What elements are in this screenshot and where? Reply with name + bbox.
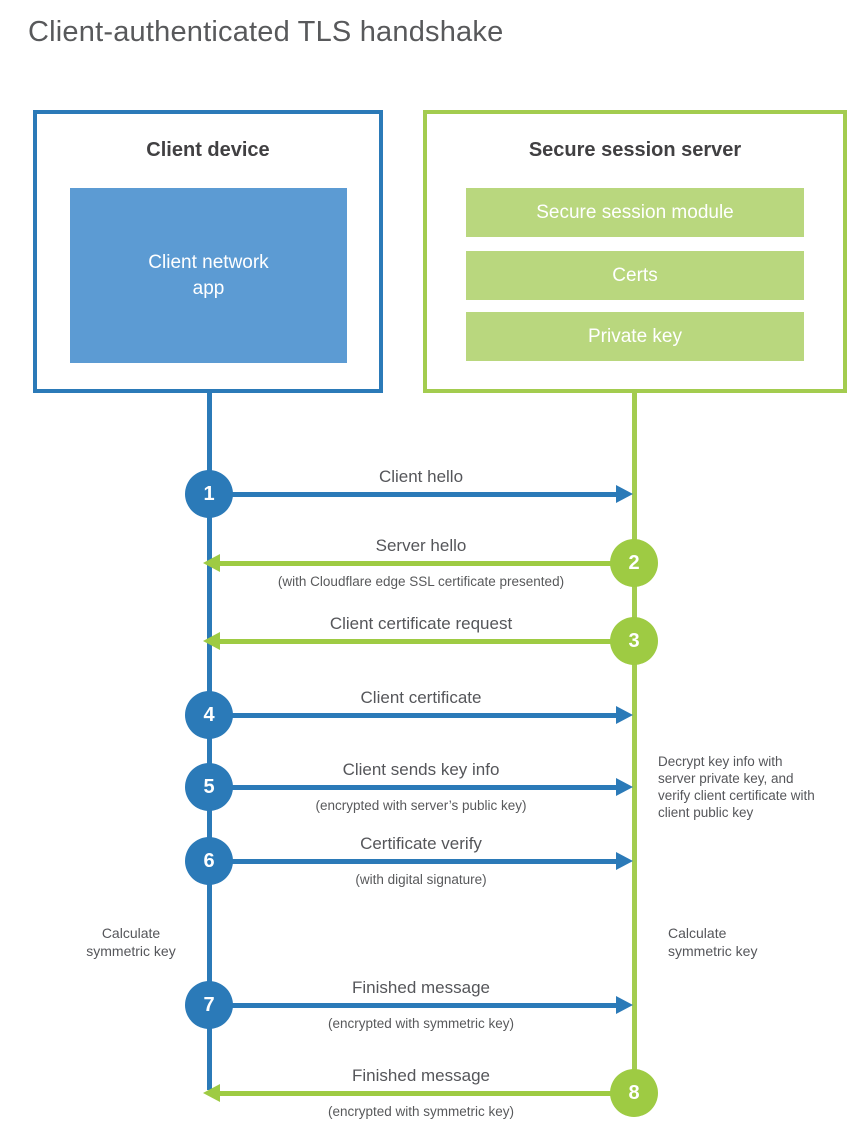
step3-label: Client certificate request (329, 614, 513, 633)
step1-label: Client hello (378, 467, 464, 486)
client-device-box: Client device Client network app (33, 110, 383, 393)
step7-sublabel: (encrypted with symmetric key) (327, 1016, 515, 1031)
step8-number-badge: 8 (610, 1069, 658, 1117)
step4-label: Client certificate (360, 688, 482, 707)
step6-arrow (209, 859, 621, 864)
step4-arrow (209, 713, 621, 718)
step6-label: Certificate verify (360, 834, 482, 853)
step8-label: Finished message (352, 1066, 490, 1085)
step5-arrow (209, 785, 621, 790)
step8-arrow (212, 1091, 634, 1096)
secure-session-server-box: Secure session server Secure session mod… (423, 110, 847, 393)
server-private-key-bar: Private key (466, 312, 804, 361)
step5-sublabel: (encrypted with server’s public key) (315, 798, 527, 813)
step8-arrowhead-icon (203, 1084, 220, 1102)
step5-label: Client sends key info (342, 760, 500, 779)
step6-arrowhead-icon (616, 852, 633, 870)
step1-arrow (209, 492, 621, 497)
step6-number-badge: 6 (185, 837, 233, 885)
client-lifeline (207, 391, 212, 1090)
step6-sublabel: (with digital signature) (355, 872, 487, 887)
server-certs-bar: Certs (466, 251, 804, 300)
note-calculate-symmetric-key-left: Calculate symmetric key (86, 925, 176, 959)
step7-arrow (209, 1003, 621, 1008)
step2-arrow (212, 561, 634, 566)
server-title: Secure session server (528, 139, 742, 161)
step3-arrow (212, 639, 634, 644)
step5-arrowhead-icon (616, 778, 633, 796)
step2-number-badge: 2 (610, 539, 658, 587)
step2-arrowhead-icon (203, 554, 220, 572)
step4-number-badge: 4 (185, 691, 233, 739)
client-device-title: Client device (146, 139, 270, 161)
step5-number-badge: 5 (185, 763, 233, 811)
server-lifeline (632, 391, 637, 1093)
server-module-bar: Secure session module (466, 188, 804, 237)
step4-arrowhead-icon (616, 706, 633, 724)
step7-arrowhead-icon (616, 996, 633, 1014)
note-decrypt-key-info: Decrypt key info with server private key… (658, 754, 815, 820)
step7-label: Finished message (352, 978, 490, 997)
step3-number-badge: 3 (610, 617, 658, 665)
step2-sublabel: (with Cloudflare edge SSL certificate pr… (277, 574, 565, 589)
step8-sublabel: (encrypted with symmetric key) (327, 1104, 515, 1119)
step1-arrowhead-icon (616, 485, 633, 503)
step2-label: Server hello (375, 536, 467, 555)
step1-number-badge: 1 (185, 470, 233, 518)
client-network-app-box: Client network app (70, 188, 347, 363)
step3-arrowhead-icon (203, 632, 220, 650)
page-title: Client-authenticated TLS handshake (28, 16, 504, 48)
step7-number-badge: 7 (185, 981, 233, 1029)
note-calculate-symmetric-key-right: Calculate symmetric key (668, 925, 758, 959)
